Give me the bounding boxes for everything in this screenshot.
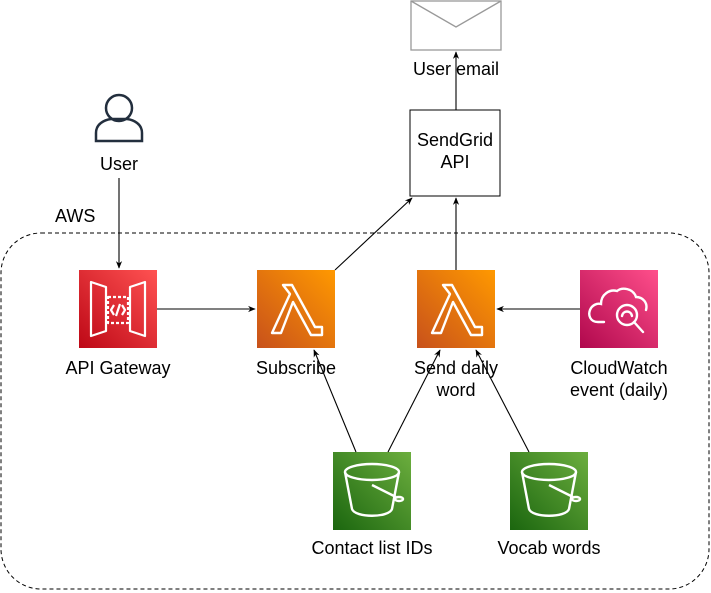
contact-list-label: Contact list IDs (311, 538, 433, 558)
sendgrid-api-label: SendGrid API (410, 129, 500, 173)
api-gateway-icon[interactable] (79, 270, 157, 348)
send-daily-line1: Send daily (413, 358, 499, 378)
user-icon (94, 93, 144, 143)
edge-contact-to-subscribe (313, 349, 357, 453)
aws-group-label: AWS (55, 206, 96, 226)
lambda-icon[interactable] (417, 270, 495, 348)
s3-bucket-icon[interactable] (510, 452, 588, 530)
sendgrid-label-line2: API (440, 152, 470, 172)
edge-contact-to-senddaily (387, 349, 441, 453)
cloudwatch-icon[interactable] (580, 270, 658, 348)
sendgrid-api-box[interactable] (409, 109, 501, 197)
sendgrid-label-line1: SendGrid (416, 130, 494, 150)
send-daily-line2: word (436, 380, 476, 400)
vocab-words-label: Vocab words (497, 538, 601, 558)
edge-vocab-to-senddaily (475, 349, 530, 453)
aws-group-boundary (0, 232, 710, 590)
envelope-icon (410, 0, 502, 51)
user-email-label: User email (412, 59, 500, 79)
cloudwatch-label: CloudWatch event (daily) (554, 357, 684, 401)
subscribe-label: Subscribe (255, 358, 337, 378)
cloudwatch-line1: CloudWatch (570, 358, 668, 378)
send-daily-word-label: Send daily word (396, 357, 516, 401)
user-label: User (99, 154, 138, 174)
cloudwatch-line2: event (daily) (569, 380, 669, 400)
api-gateway-label: API Gateway (65, 358, 171, 378)
lambda-icon[interactable] (257, 270, 335, 348)
s3-bucket-icon[interactable] (333, 452, 411, 530)
edge-subscribe-to-sendgrid (334, 197, 413, 271)
